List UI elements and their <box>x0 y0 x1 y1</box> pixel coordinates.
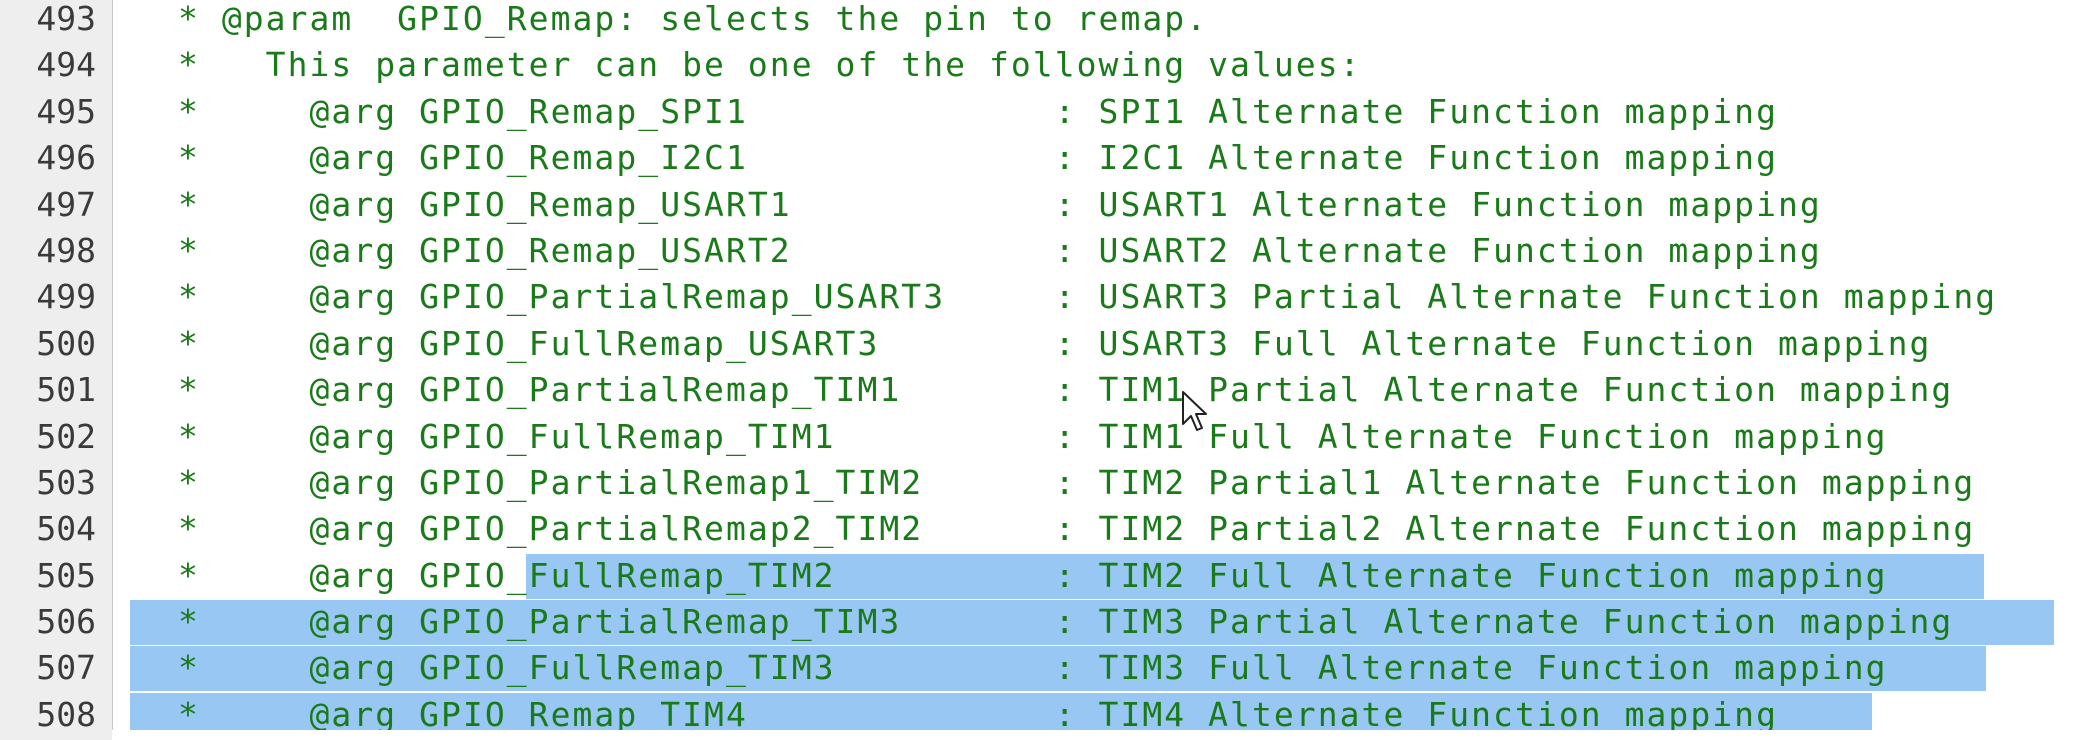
editor-bottom-edge <box>112 730 2092 740</box>
code-line[interactable]: 502 * @arg GPIO_FullRemap_TIM1 : TIM1 Fu… <box>0 414 2092 460</box>
line-number: 508 <box>36 694 96 734</box>
code-line[interactable]: 505 * @arg GPIO_FullRemap_TIM2 : TIM2 Fu… <box>0 553 2092 599</box>
code-line[interactable]: 501 * @arg GPIO_PartialRemap_TIM1 : TIM1… <box>0 367 2092 413</box>
line-number: 501 <box>36 370 96 410</box>
line-number: 502 <box>36 416 96 456</box>
line-text: * @arg GPIO_PartialRemap_TIM3 : TIM3 Par… <box>178 602 1954 642</box>
line-number: 499 <box>36 277 96 317</box>
selection-highlight <box>526 553 1984 599</box>
line-number: 507 <box>36 648 96 688</box>
code-line[interactable]: 499 * @arg GPIO_PartialRemap_USART3 : US… <box>0 274 2092 320</box>
line-text: * @arg GPIO_Remap_SPI1 : SPI1 Alternate … <box>178 91 1778 131</box>
line-number-gutter <box>0 0 112 740</box>
line-text: * This parameter can be one of the follo… <box>178 45 1362 85</box>
line-number: 496 <box>36 138 96 178</box>
line-number: 505 <box>36 555 96 595</box>
line-text: * @arg GPIO_FullRemap_USART3 : USART3 Fu… <box>178 323 1932 363</box>
line-text: * @arg GPIO_FullRemap_TIM3 : TIM3 Full A… <box>178 648 1888 688</box>
line-text: * @arg GPIO_PartialRemap_USART3 : USART3… <box>178 277 1998 317</box>
line-number: 504 <box>36 509 96 549</box>
line-text: * @arg GPIO_Remap_USART2 : USART2 Altern… <box>178 230 1822 270</box>
line-number: 500 <box>36 323 96 363</box>
code-line[interactable]: 500 * @arg GPIO_FullRemap_USART3 : USART… <box>0 321 2092 367</box>
line-text: * @arg GPIO_PartialRemap2_TIM2 : TIM2 Pa… <box>178 509 1976 549</box>
code-line[interactable]: 496 * @arg GPIO_Remap_I2C1 : I2C1 Altern… <box>0 135 2092 181</box>
gutter-divider <box>112 0 113 740</box>
arrow-cursor-icon <box>1182 391 1207 431</box>
line-number: 493 <box>36 0 96 38</box>
line-number: 495 <box>36 91 96 131</box>
selection-highlight <box>130 600 2054 646</box>
selection-highlight <box>130 646 1986 692</box>
code-line[interactable]: 503 * @arg GPIO_PartialRemap1_TIM2 : TIM… <box>0 460 2092 506</box>
code-line[interactable]: 506 * @arg GPIO_PartialRemap_TIM3 : TIM3… <box>0 599 2092 646</box>
code-line[interactable]: 497 * @arg GPIO_Remap_USART1 : USART1 Al… <box>0 182 2092 228</box>
code-line[interactable]: 504 * @arg GPIO_PartialRemap2_TIM2 : TIM… <box>0 506 2092 552</box>
line-text: * @arg GPIO_FullRemap_TIM1 : TIM1 Full A… <box>178 416 1888 456</box>
code-line[interactable]: 493 * @param GPIO_Remap: selects the pin… <box>0 0 2092 42</box>
line-number: 503 <box>36 462 96 502</box>
line-text: * @param GPIO_Remap: selects the pin to … <box>178 0 1209 38</box>
line-text: * @arg GPIO_Remap_I2C1 : I2C1 Alternate … <box>178 138 1778 178</box>
code-line[interactable]: 495 * @arg GPIO_Remap_SPI1 : SPI1 Altern… <box>0 89 2092 135</box>
line-number: 498 <box>36 230 96 270</box>
line-number: 497 <box>36 184 96 224</box>
line-text: * @arg GPIO_PartialRemap1_TIM2 : TIM2 Pa… <box>178 462 1976 502</box>
line-text: * @arg GPIO_PartialRemap_TIM1 : TIM1 Par… <box>178 370 1954 410</box>
line-text: * @arg GPIO_Remap_USART1 : USART1 Altern… <box>178 184 1822 224</box>
line-number: 506 <box>36 602 96 642</box>
line-number: 494 <box>36 45 96 85</box>
code-line[interactable]: 498 * @arg GPIO_Remap_USART2 : USART2 Al… <box>0 228 2092 274</box>
code-line[interactable]: 494 * This parameter can be one of the f… <box>0 42 2092 88</box>
code-line[interactable]: 507 * @arg GPIO_FullRemap_TIM3 : TIM3 Fu… <box>0 645 2092 692</box>
line-text: * @arg GPIO_FullRemap_TIM2 : TIM2 Full A… <box>178 555 1888 595</box>
line-text: * @arg GPIO_Remap_TIM4 : TIM4 Alternate … <box>178 694 1778 734</box>
